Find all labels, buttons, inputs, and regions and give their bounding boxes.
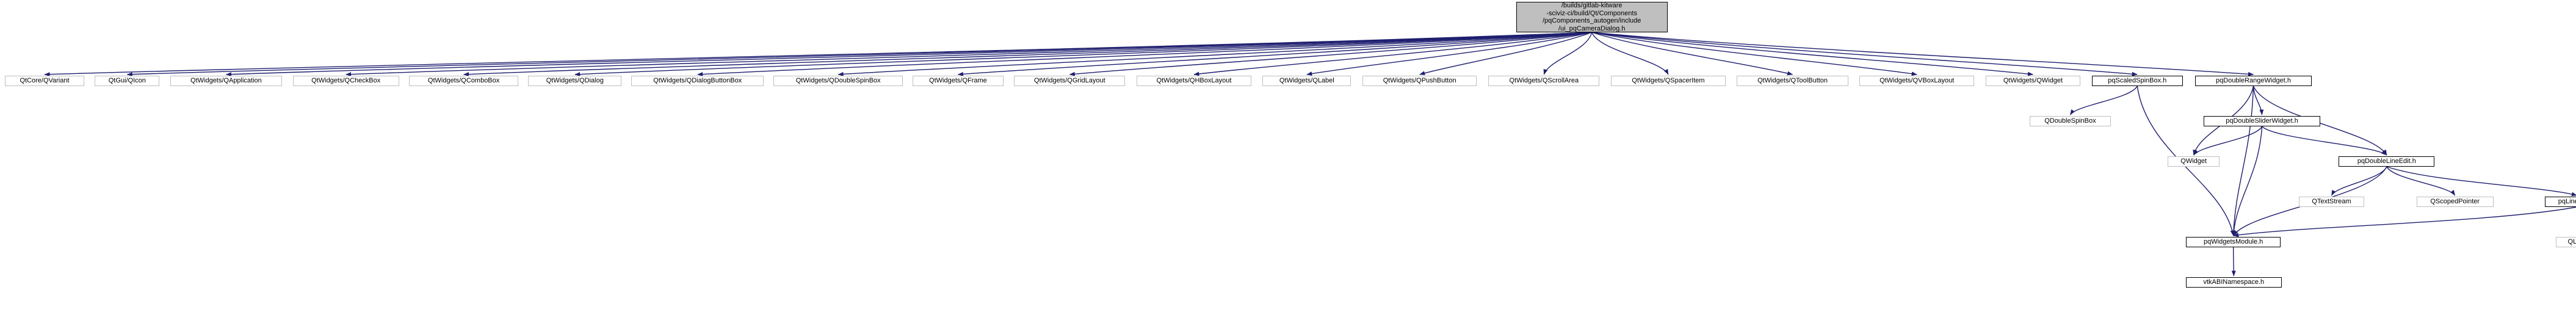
- edge-root-to-qdoublespinbox_qt: [838, 32, 1592, 76]
- edge-root-to-qpushbutton: [1419, 32, 1592, 76]
- edge-root-to-qcheckbox: [346, 32, 1592, 77]
- edge-pqdoubleslider-to-qwidget: [2193, 126, 2263, 156]
- graph-node-qdialogbuttonbox[interactable]: QtWidgets/QDialogButtonBox: [631, 76, 764, 86]
- edge-root-to-qvariant: [44, 32, 1592, 77]
- graph-node-qcombobox[interactable]: QtWidgets/QComboBox: [408, 76, 519, 86]
- graph-node-qdialog[interactable]: QtWidgets/QDialog: [528, 76, 622, 86]
- edge-root-to-qvboxlayout: [1591, 32, 1917, 76]
- graph-node-pqwidgetsmodule[interactable]: pqWidgetsModule.h: [2185, 237, 2281, 247]
- edge-root-to-qdialog: [574, 32, 1592, 77]
- edge-root-to-qgridlayout: [1069, 32, 1592, 76]
- edge-root-to-qicon: [126, 32, 1592, 77]
- graph-node-qtextstream[interactable]: QTextStream: [2298, 197, 2365, 207]
- edge-root-to-qcombobox: [463, 32, 1592, 77]
- edge-root-to-qwidget_qt: [1591, 32, 2033, 76]
- edge-pqscaledspinbox-to-qdoublespinbox: [2069, 85, 2138, 115]
- graph-node-root[interactable]: /builds/gitlab-kitware -sciviz-ci/build/…: [1516, 2, 1668, 32]
- graph-node-qwidget[interactable]: QWidget: [2168, 156, 2220, 167]
- edge-root-to-qframe: [957, 32, 1592, 76]
- edge-root-to-qscrollarea: [1543, 32, 1593, 75]
- edge-pqlineedit-to-pqwidgetsmodule: [2233, 206, 2576, 238]
- graph-node-qicon[interactable]: QtGui/QIcon: [95, 76, 160, 86]
- graph-node-qdoublespinbox_qt[interactable]: QtWidgets/QDoubleSpinBox: [773, 76, 903, 86]
- edge-root-to-pqdoublerange: [1591, 32, 2254, 76]
- graph-node-qcheckbox[interactable]: QtWidgets/QCheckBox: [292, 76, 399, 86]
- edge-pqdoublerange-to-pqwidgetsmodule: [2231, 85, 2254, 236]
- graph-node-pqdoublelineedit[interactable]: pqDoubleLineEdit.h: [2339, 156, 2435, 167]
- graph-node-qtoolbutton[interactable]: QtWidgets/QToolButton: [1737, 76, 1848, 86]
- graph-node-pqdoubleslider[interactable]: pqDoubleSliderWidget.h: [2204, 116, 2320, 126]
- edge-pqdoublelineedit-to-pqlineedit: [2386, 166, 2576, 197]
- graph-node-pqlineedit[interactable]: pqLineEdit.h: [2545, 197, 2576, 207]
- graph-node-qwidget_qt[interactable]: QtWidgets/QWidget: [1985, 76, 2081, 86]
- graph-node-qdoublespinbox[interactable]: QDoubleSpinBox: [2030, 116, 2111, 126]
- graph-node-qgridlayout[interactable]: QtWidgets/QGridLayout: [1014, 76, 1126, 86]
- graph-node-qframe[interactable]: QtWidgets/QFrame: [913, 76, 1004, 86]
- graph-node-vtkabinamespace[interactable]: vtkABINamespace.h: [2185, 277, 2282, 288]
- graph-node-qhboxlayout[interactable]: QtWidgets/QHBoxLayout: [1137, 76, 1251, 86]
- graph-node-qlineedit[interactable]: QLineEdit: [2555, 237, 2576, 247]
- edge-root-to-qhboxlayout: [1193, 32, 1592, 76]
- graph-node-qlabel[interactable]: QtWidgets/QLabel: [1262, 76, 1351, 86]
- graph-node-qscrollarea[interactable]: QtWidgets/QScrollArea: [1488, 76, 1600, 86]
- edge-root-to-qapplication: [225, 32, 1592, 77]
- graph-node-qvboxlayout[interactable]: QtWidgets/QVBoxLayout: [1859, 76, 1974, 86]
- edge-root-to-pqscaledspinbox: [1591, 32, 2138, 76]
- edge-root-to-qtoolbutton: [1591, 32, 1793, 76]
- edge-pqdoublelineedit-to-qscopedpointer: [2386, 166, 2456, 196]
- graph-node-qspaceritem[interactable]: QtWidgets/QSpacerItem: [1611, 76, 1726, 86]
- graph-node-pqdoublerange[interactable]: pqDoubleRangeWidget.h: [2194, 76, 2312, 86]
- graph-node-pqscaledspinbox[interactable]: pqScaledSpinBox.h: [2091, 76, 2183, 86]
- edge-root-to-qlabel: [1306, 32, 1592, 76]
- graph-node-qapplication[interactable]: QtWidgets/QApplication: [170, 76, 283, 86]
- edge-root-to-qspaceritem: [1591, 32, 1669, 75]
- graph-node-qscopedpointer[interactable]: QScopedPointer: [2416, 197, 2494, 207]
- graph-node-qvariant[interactable]: QtCore/QVariant: [5, 76, 84, 86]
- edge-pqdoublerange-to-pqdoubleslider: [2252, 85, 2264, 115]
- edge-root-to-qdialogbuttonbox: [697, 32, 1592, 77]
- edge-pqdoubleslider-to-pqwidgetsmodule: [2231, 126, 2263, 236]
- edge-pqdoublelineedit-to-qtextstream: [2331, 166, 2387, 196]
- graph-node-qpushbutton[interactable]: QtWidgets/QPushButton: [1362, 76, 1477, 86]
- edge-pqdoubleslider-to-pqdoublelineedit: [2262, 126, 2387, 156]
